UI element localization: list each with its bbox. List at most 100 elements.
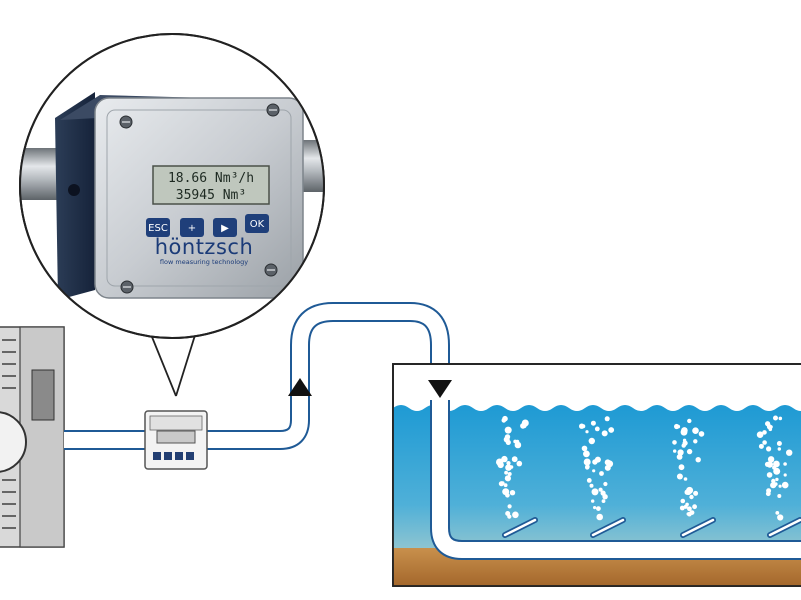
air-bubble [786,449,793,456]
air-bubble [511,456,518,463]
meter-photo: 18.66 Nm³/h 35945 Nm³ ESC + ▶ OK höntzsc… [20,92,324,300]
air-bubble [767,456,775,463]
air-bubble [683,477,688,481]
air-bubble [773,415,778,421]
air-bubble [594,426,600,432]
air-bubble [500,481,505,486]
blower-vent-slots [2,339,16,529]
air-bubble [687,506,692,512]
air-bubble [608,427,615,433]
esc-button[interactable] [146,218,170,237]
air-bubble [698,431,705,437]
air-bubble [776,441,782,446]
lcd-line-total: 35945 Nm³ [176,188,246,203]
air-bubble [756,431,764,439]
next-button[interactable] [213,218,237,237]
air-bubble [777,447,781,451]
air-bubble [672,440,677,445]
air-bubble [682,438,687,442]
air-bubble [687,511,692,517]
esc-button-label: ESC [148,223,168,234]
air-bubble [762,430,767,435]
ok-button[interactable] [245,214,269,233]
air-bubble [504,475,511,482]
lcd-line-flow-rate: 18.66 Nm³/h [168,171,254,186]
air-bubble [778,484,782,488]
air-bubble [777,494,782,498]
air-bubble [509,490,516,496]
air-bubble [596,506,601,511]
inline-flow-meter [144,410,208,470]
meter-keypad: ESC + ▶ OK [146,214,269,237]
air-bubble [693,490,699,496]
air-bubble [594,456,601,463]
air-bubble [590,420,596,426]
air-bubble [504,426,512,434]
air-bubble [685,489,692,495]
air-bubble [686,448,693,455]
air-bubble [601,430,608,437]
air-bubble [589,483,594,488]
air-bubble [758,443,764,449]
air-bubble [681,443,686,448]
air-bubble [687,418,692,424]
meter-lcd [152,165,270,205]
air-bubble [503,436,510,443]
brand-logo: höntzsch [155,235,254,259]
air-bubble [583,458,591,466]
air-bubble [683,504,688,509]
air-bubble [507,472,512,476]
air-bubble [581,424,586,429]
air-bubble [678,464,685,471]
zoom-callout: 18.66 Nm³/h 35945 Nm³ ESC + ▶ OK höntzsc… [19,33,325,397]
air-bubble [693,439,698,444]
air-pipe-submerged [430,400,801,560]
air-bubble [504,470,508,475]
blower-fan [0,411,27,473]
plus-button-label: + [188,223,196,234]
air-bubble [676,473,683,480]
air-bubble [583,450,590,458]
brand-tagline: flow measuring technology [160,258,248,266]
plus-button[interactable] [180,218,204,237]
air-bubble [676,424,681,429]
air-bubble [783,473,787,477]
blower-unit [0,326,65,548]
air-bubble [680,498,686,504]
air-bubble [507,504,512,509]
air-bubble [503,483,508,488]
air-bubble [514,441,522,449]
air-bubble [765,421,771,427]
air-bubble [783,462,787,466]
air-bubble [777,514,784,521]
air-bubble [765,491,771,497]
air-bubble [762,440,767,445]
air-bubble [502,415,508,422]
ok-button-label: OK [250,219,265,230]
air-bubble [506,461,511,466]
air-bubble [598,515,602,519]
air-bubble [766,446,772,452]
air-bubble [505,511,511,516]
air-bubble [604,416,610,422]
air-bubble [768,427,773,432]
air-bubble [497,461,504,469]
air-bubble [601,499,606,503]
air-bubble [695,457,701,463]
air-bubble [600,490,606,496]
air-bubble [598,487,603,492]
air-bubble [773,467,781,475]
air-bubble [692,427,699,435]
air-bubble [599,471,604,476]
air-bubble [585,430,589,434]
air-bubble [692,504,697,510]
air-bubble [679,505,685,511]
air-bubble [771,478,776,484]
air-bubble [689,494,694,500]
air-bubble [593,506,597,510]
flow-arrow-up [288,378,312,396]
air-bubble [522,423,527,429]
air-bubble [673,449,677,453]
air-bubble [766,461,773,468]
air-bubbles [496,415,793,521]
